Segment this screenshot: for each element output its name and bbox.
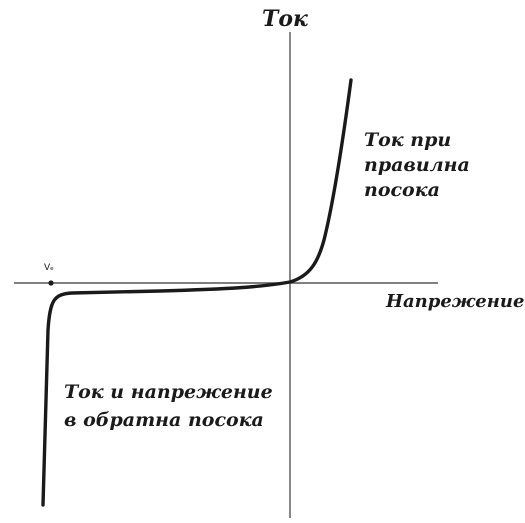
- reverse-current-label: Ток и напрежение в обратна посока: [64, 381, 273, 431]
- breakdown-voltage-marker: [48, 280, 54, 286]
- breakdown-voltage-label: Vₑ: [44, 263, 54, 273]
- diode-characteristic-curve: [41, 78, 353, 507]
- forward-current-label: Ток при правилна посока: [364, 129, 470, 201]
- voltage-axis-label: Напрежение: [386, 291, 525, 312]
- current-axis-label: Ток: [262, 6, 308, 32]
